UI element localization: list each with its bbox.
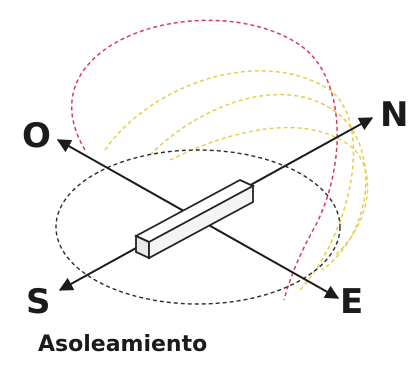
winter-sun-path <box>149 93 367 271</box>
summer-sun-path <box>70 19 338 301</box>
east-label: E <box>340 282 363 322</box>
west-label: O <box>22 116 51 156</box>
south-label: S <box>26 282 51 322</box>
winter-sun-path-inner <box>169 126 369 256</box>
building-block <box>133 178 256 260</box>
north-label: N <box>380 95 408 135</box>
equinox-sun-path <box>104 70 355 291</box>
diagram-caption: Asoleamiento <box>38 332 208 357</box>
